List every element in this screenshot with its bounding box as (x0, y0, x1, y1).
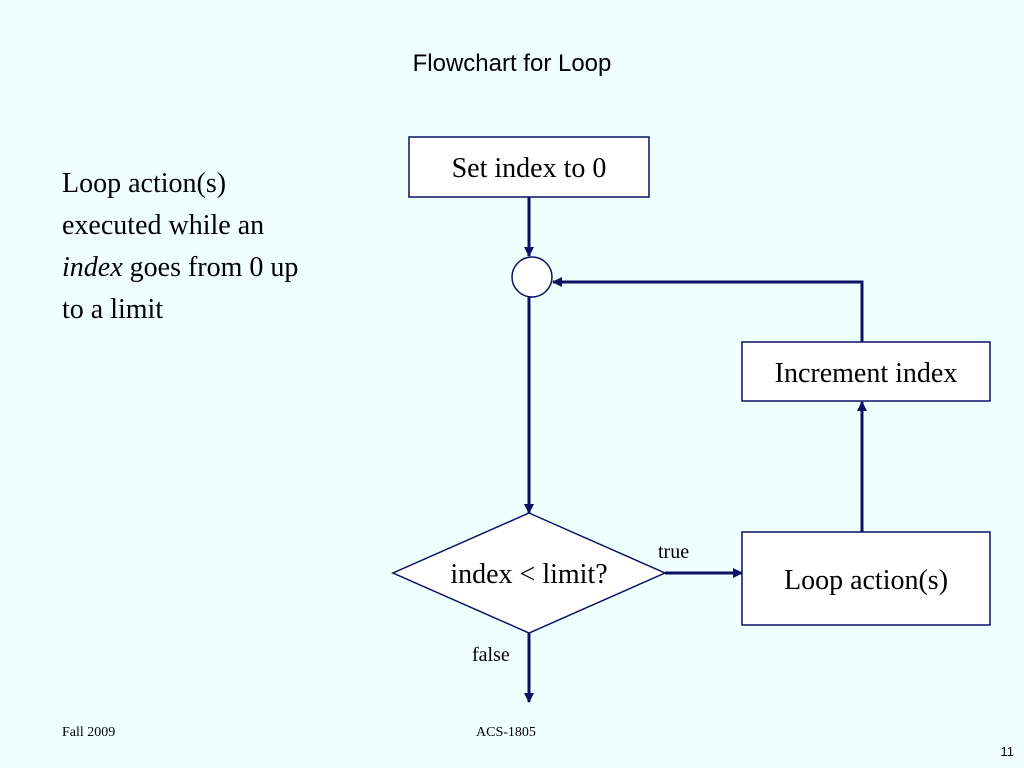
condition-label: index < limit? (450, 559, 607, 590)
init-box-label: Set index to 0 (452, 153, 607, 184)
bullet-text: Loop action(s) executed while an index g… (62, 163, 382, 331)
action-box-label: Loop action(s) (784, 565, 948, 596)
connector-circle (511, 256, 553, 298)
page-number: 11 (1000, 744, 1015, 759)
bullet-line-1: Loop action(s) (62, 168, 227, 199)
bullet-line-4: to a limit (62, 294, 164, 325)
footer-date: Fall 2009 (62, 725, 116, 740)
false-label: false (472, 644, 510, 666)
increment-box-label: Increment index (775, 358, 958, 389)
bullet-line-3: goes from 0 up (122, 252, 299, 283)
action-box (741, 531, 991, 626)
footer-course: ACS-1805 (476, 725, 536, 740)
bullet-italic-word: index (62, 252, 123, 283)
increment-box (741, 341, 991, 402)
init-box (408, 136, 650, 198)
bullet-line-2: executed while an (62, 210, 265, 241)
slide-title: Flowchart for Loop (412, 50, 612, 77)
edge-increment-to-connector (552, 277, 864, 342)
true-label: true (658, 541, 689, 563)
